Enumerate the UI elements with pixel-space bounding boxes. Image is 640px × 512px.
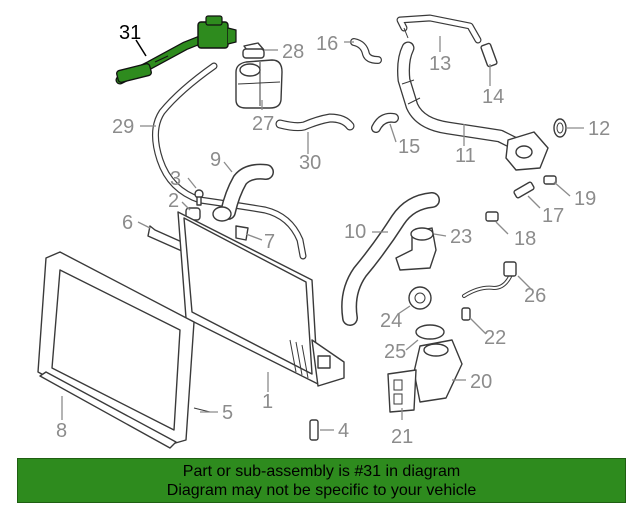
part-8-bar xyxy=(39,371,177,449)
callout-30[interactable]: 30 xyxy=(299,152,321,174)
part-24-thermostat xyxy=(408,286,432,310)
part-5-frame xyxy=(37,251,211,445)
part-9-hose xyxy=(212,163,274,222)
part-1-radiator xyxy=(177,211,345,387)
banner-line-1: Part or sub-assembly is #31 in diagram xyxy=(182,463,461,480)
part-30-hose xyxy=(275,113,355,132)
part-22-sensor xyxy=(461,307,471,321)
part-12-flange xyxy=(505,118,567,171)
callout-24[interactable]: 24 xyxy=(380,310,402,332)
part-13-pipe xyxy=(396,14,482,44)
callout-18[interactable]: 18 xyxy=(514,228,536,250)
callout-2[interactable]: 2 xyxy=(168,190,179,212)
callout-17[interactable]: 17 xyxy=(542,205,564,227)
callout-31[interactable]: 31 xyxy=(119,22,141,44)
part-7-clip xyxy=(235,225,249,241)
part-3-bolt xyxy=(194,189,204,206)
callout-26[interactable]: 26 xyxy=(524,285,546,307)
callout-27[interactable]: 27 xyxy=(252,113,274,135)
callout-12[interactable]: 12 xyxy=(588,118,610,140)
info-banner: Part or sub-assembly is #31 in diagram D… xyxy=(17,458,626,503)
callout-8[interactable]: 8 xyxy=(56,420,67,442)
callout-6[interactable]: 6 xyxy=(122,212,133,234)
part-26-sensor xyxy=(462,261,517,298)
part-11-pipe xyxy=(397,41,531,155)
part-21-gasket xyxy=(387,369,417,413)
leader-lines xyxy=(61,36,584,431)
part-25-gasket xyxy=(415,324,445,340)
part-27-tank xyxy=(235,59,283,109)
callout-29[interactable]: 29 xyxy=(112,116,134,138)
callout-14[interactable]: 14 xyxy=(482,86,504,108)
callout-28[interactable]: 28 xyxy=(282,41,304,63)
callout-20[interactable]: 20 xyxy=(470,371,492,393)
callout-11[interactable]: 11 xyxy=(455,145,476,167)
part-16-hose xyxy=(350,38,382,64)
callout-7[interactable]: 7 xyxy=(264,231,275,253)
callout-15[interactable]: 15 xyxy=(398,136,420,158)
callout-numbers: 31 28 16 13 14 27 29 12 30 15 11 9 3 2 1… xyxy=(56,22,610,448)
banner-line-2: Diagram may not be specific to your vehi… xyxy=(166,482,477,499)
part-15-hose xyxy=(371,112,399,133)
callout-13[interactable]: 13 xyxy=(429,53,451,75)
part-23-housing xyxy=(395,227,437,271)
callout-10[interactable]: 10 xyxy=(344,221,366,243)
callout-25[interactable]: 25 xyxy=(384,341,406,363)
part-10-hose xyxy=(341,192,440,326)
part-19-sensor xyxy=(543,175,557,185)
callout-16[interactable]: 16 xyxy=(316,33,338,55)
callout-4[interactable]: 4 xyxy=(338,420,349,442)
part-28-cap xyxy=(242,42,265,59)
callout-21[interactable]: 21 xyxy=(391,426,413,448)
part-18-sensor xyxy=(485,211,499,222)
part-14-pipe xyxy=(480,42,498,68)
callout-19[interactable]: 19 xyxy=(574,188,596,210)
callout-22[interactable]: 22 xyxy=(484,327,506,349)
part-4-plug xyxy=(309,419,319,441)
callout-1[interactable]: 1 xyxy=(262,391,273,413)
callout-3[interactable]: 3 xyxy=(170,168,181,190)
part-31-highlighted[interactable] xyxy=(115,15,237,85)
callout-5[interactable]: 5 xyxy=(222,402,233,424)
part-17-bolt xyxy=(513,181,535,199)
callout-23[interactable]: 23 xyxy=(450,226,472,248)
parts-diagram: 31 28 16 13 14 27 29 12 30 15 11 9 3 2 1… xyxy=(37,14,610,449)
part-20-housing xyxy=(413,339,463,403)
part-29-hose xyxy=(152,62,307,260)
callout-9[interactable]: 9 xyxy=(210,149,221,171)
